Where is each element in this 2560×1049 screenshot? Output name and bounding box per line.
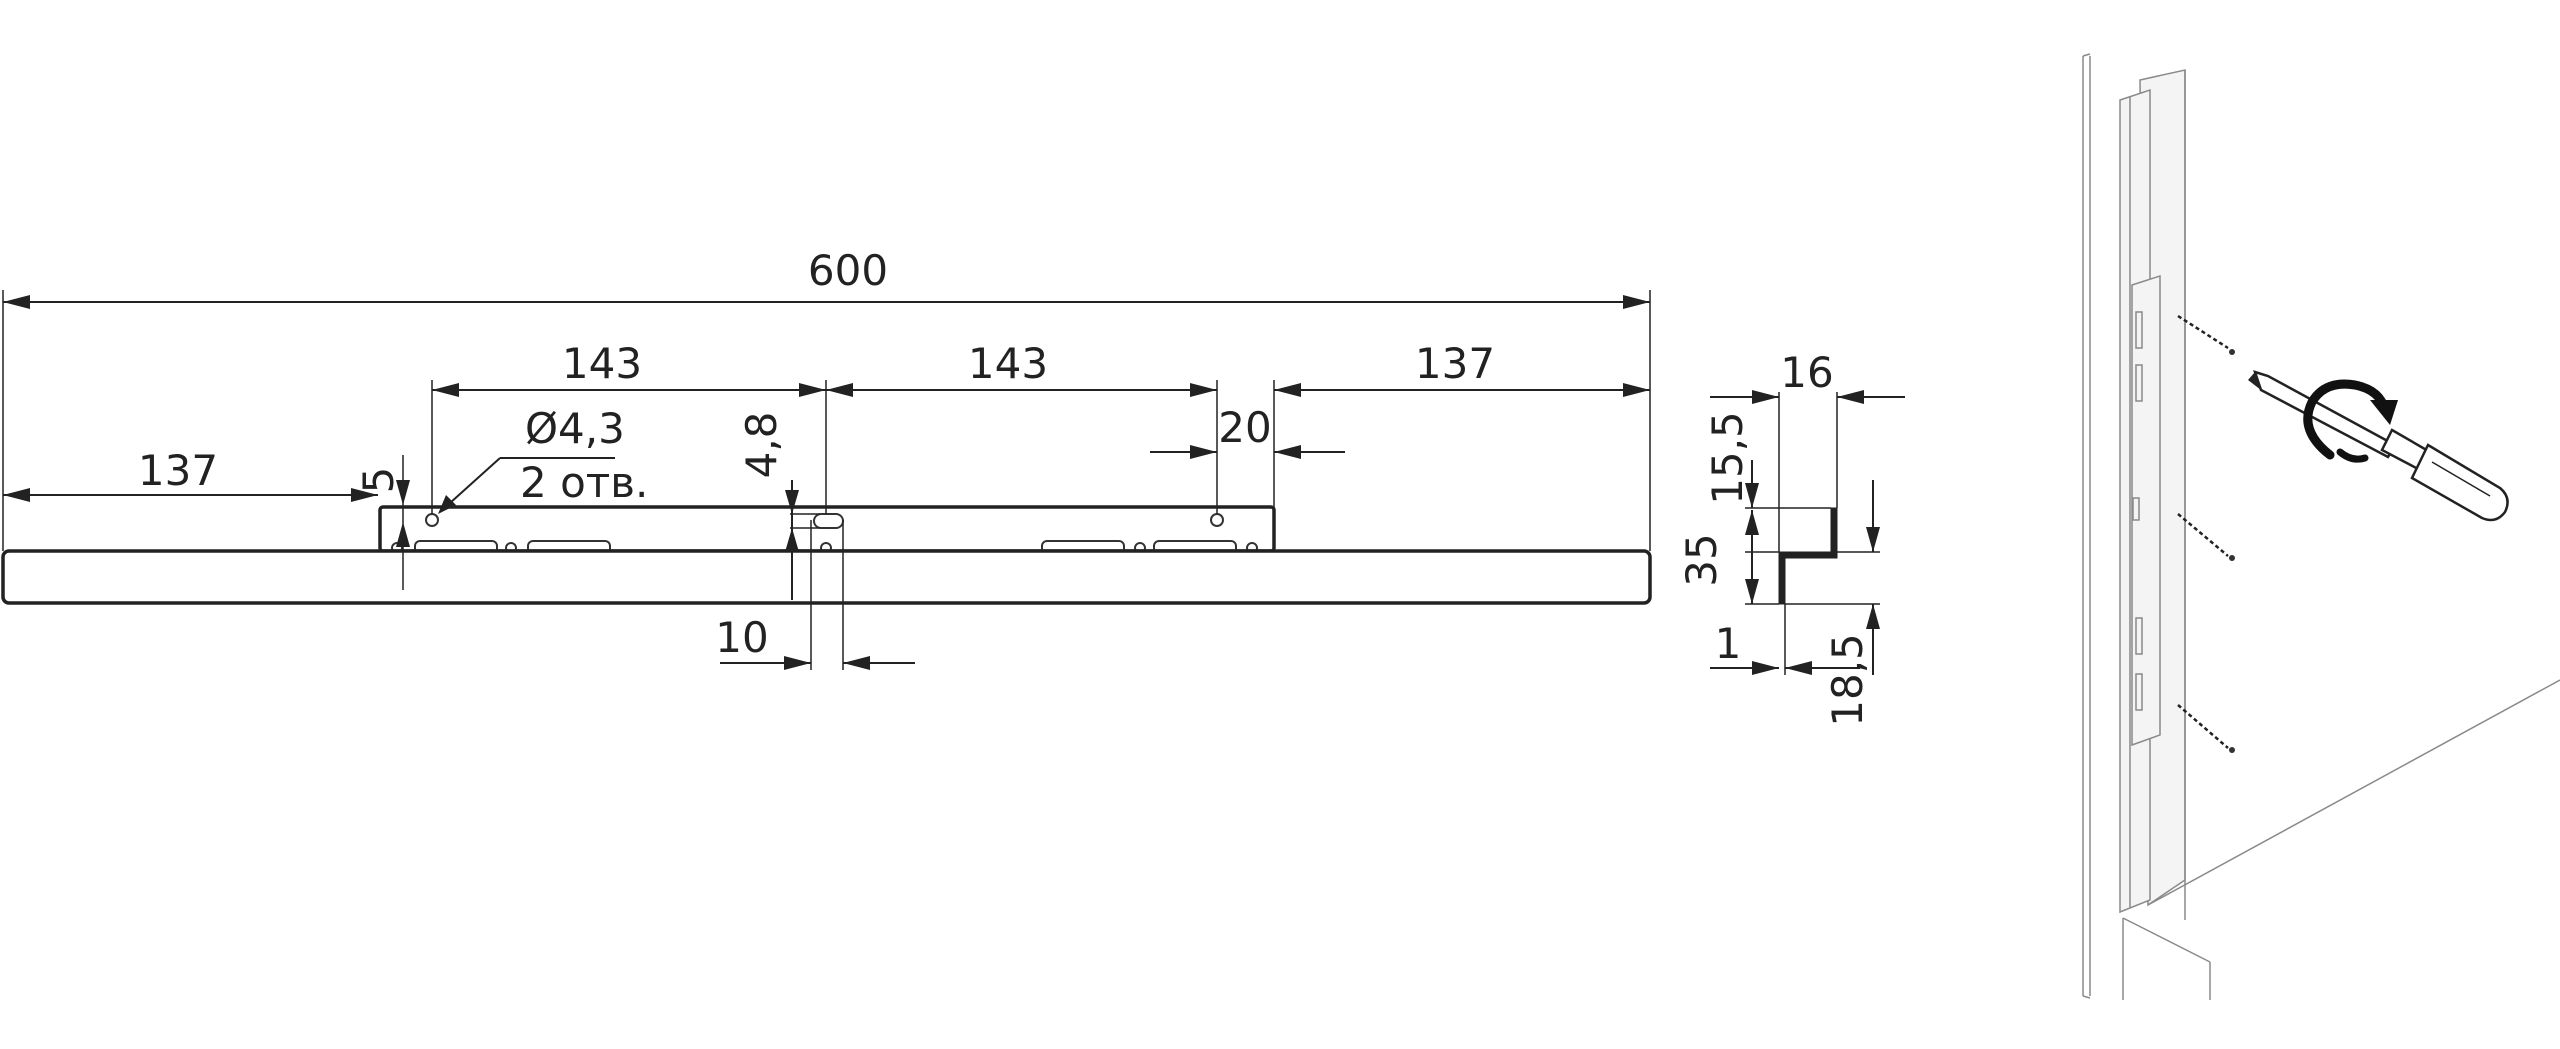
dim-overall-label: 600 [808,246,888,295]
side-view: 16 15,5 35 [1677,348,1905,727]
dim-right-tab: 20 [1150,403,1345,459]
dim-spacing-2-label: 143 [968,339,1048,388]
dim-right-offset-label: 137 [1415,339,1495,388]
dim-left-offset: 137 [3,446,378,502]
hole-callout: Ø4,3 2 отв. [438,404,648,514]
rail-slots [2132,311,2143,711]
dim-thickness-label: 1 [1715,619,1742,668]
dim-slot-height: 4,8 [737,412,820,600]
dim-spacing-1-label: 143 [562,339,642,388]
front-view: 600 137 143 143 [1,246,1652,670]
bracket-profile [1778,507,1838,605]
dim-total-height-label: 35 [1677,533,1726,586]
rotate-arrow-icon [2303,379,2398,463]
dim-top-drop: 15,5 [1703,411,1831,509]
dim-top-width: 16 [1710,348,1905,552]
dim-total-height: 35 [1677,510,1779,605]
dim-right-offset: 137 [1273,339,1650,507]
shelf-bar [1,549,1652,605]
hole-diameter-label: Ø4,3 [525,404,625,453]
dim-hole-edge: 5 [354,455,410,590]
screwdriver-icon [2248,370,2509,522]
dim-top-width-label: 16 [1780,348,1833,397]
dim-top-drop-label: 15,5 [1703,411,1752,505]
dim-left-offset-label: 137 [138,446,218,495]
installation-view [2082,53,2560,1000]
dim-right-upper [1837,480,1880,553]
dim-thickness: 1 [1710,604,1860,675]
dim-bottom-drop-label: 18,5 [1823,633,1872,727]
dim-hole-edge-label: 5 [354,467,403,494]
dim-slot-width-label: 10 [715,613,768,662]
dim-slot-height-label: 4,8 [737,412,786,479]
dim-right-tab-label: 20 [1218,403,1271,452]
dim-bottom-drop: 18,5 [1785,603,1880,727]
screws [2177,314,2235,753]
dim-spacing: 143 143 [431,339,1218,514]
dim-overall: 600 [2,246,1651,551]
dim-slot-width: 10 [715,520,915,670]
hole-count-label: 2 отв. [520,458,648,507]
